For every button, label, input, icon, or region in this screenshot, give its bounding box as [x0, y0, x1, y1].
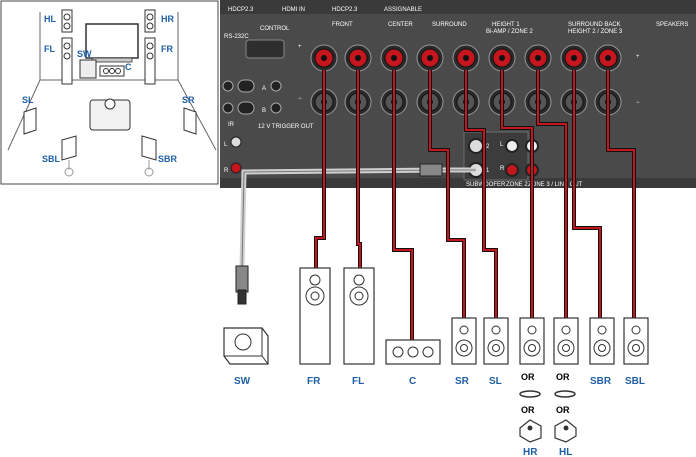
zone2-l-jack — [505, 139, 519, 153]
panel-height1: HEIGHT 1 — [492, 22, 520, 28]
label-c: C — [409, 376, 416, 387]
room-label-sbr: SBR — [158, 154, 178, 164]
panel-trigger: 12 V TRIGGER OUT — [258, 124, 314, 130]
panel-line-out: LINE OUT — [514, 189, 542, 195]
hl-bookshelf-speaker-icon — [553, 317, 579, 365]
label-sbl: SBL — [625, 376, 645, 387]
sbr-bookshelf-speaker-icon — [589, 317, 615, 365]
rca-plug-receiver — [419, 163, 443, 177]
panel-hdcp-left: HDCP2.3 — [228, 7, 254, 13]
hr-speaker-icon — [144, 9, 156, 33]
panel-surround: SURROUND — [432, 22, 467, 28]
fr-speaker-icon — [144, 37, 156, 85]
label-sw: SW — [234, 376, 251, 387]
receiver-rear-panel: HDCP2.3 HDMI IN HDCP2.3 ASSIGNABLE SPEAK… — [220, 0, 696, 195]
panel-minus-sign-right: − — [636, 100, 640, 106]
panel-trigger-a: A — [262, 86, 266, 92]
panel-sub-1: 1 — [486, 168, 490, 174]
panel-trigger-b: B — [262, 108, 266, 114]
sw-speaker-icon — [79, 59, 97, 79]
sr-bookshelf-speaker-icon — [451, 317, 477, 365]
label-fl: FL — [352, 376, 364, 387]
rca-plug-subwoofer — [235, 265, 249, 293]
panel-ir: IR — [228, 122, 235, 128]
panel-surround-back: SURROUND BACK — [568, 22, 621, 28]
room-label-hl: HL — [44, 14, 56, 24]
panel-zone2: ZONE 2 — [506, 182, 528, 188]
room-label-fr: FR — [161, 44, 173, 54]
panel-zone-r: R — [500, 166, 505, 172]
panel-zone-l: L — [500, 142, 504, 148]
panel-minus-sign: − — [298, 96, 302, 102]
subwoofer-icon — [223, 327, 269, 365]
panel-hdmi-in: HDMI IN — [282, 7, 305, 13]
room-label-sw: SW — [77, 49, 92, 59]
panel-left-r: R — [224, 168, 229, 174]
label-sl: SL — [489, 376, 502, 387]
tv-icon — [85, 23, 139, 59]
panel-biamp: Bi-AMP / ZONE 2 — [486, 29, 534, 35]
center-speaker-icon — [385, 339, 441, 365]
label-fr: FR — [307, 376, 321, 387]
ceiling-speaker-icon-2 — [554, 390, 576, 398]
panel-plus-sign-right: + — [636, 54, 640, 60]
sr-speaker-icon — [183, 107, 197, 135]
room-label-c: C — [125, 62, 132, 72]
room-label-sr: SR — [182, 95, 195, 105]
label-sbr: SBR — [590, 376, 612, 387]
ir-out-jack — [237, 101, 255, 115]
speaker-row: SW FR FL C SR SL SBR SBL OR OR OR OR HR … — [223, 267, 649, 457]
panel-pre-out: PRE OUT — [476, 189, 503, 195]
ir-in-jack — [237, 79, 255, 93]
sl-bookshelf-speaker-icon — [483, 317, 509, 365]
room-label-fl: FL — [44, 44, 55, 54]
sl-speaker-icon — [23, 107, 37, 135]
sbl-speaker-icon — [61, 135, 77, 177]
enabled-speaker-icon-2 — [554, 419, 577, 443]
panel-assignable: ASSIGNABLE — [384, 7, 422, 13]
panel-height2: HEIGHT 2 / ZONE 3 — [568, 29, 623, 35]
fr-tower-speaker-icon — [299, 267, 331, 365]
panel-hdcp-right: HDCP2.3 — [332, 7, 358, 13]
c-speaker-icon — [99, 65, 125, 77]
room-label-sbl: SBL — [42, 154, 61, 164]
zone2-r-jack — [505, 163, 519, 177]
panel-control: CONTROL — [260, 26, 290, 32]
hl-speaker-icon — [61, 9, 73, 33]
or-label-4: OR — [556, 405, 570, 415]
label-hl: HL — [559, 447, 572, 457]
room-layout: HL HR FL FR SW C SL SR SBL SBR — [0, 0, 219, 185]
ceiling-speaker-icon-1 — [519, 390, 541, 398]
panel-zone-line-out: ZONE 3 / LINE OUT — [528, 182, 583, 188]
enabled-speaker-icon-1 — [519, 419, 542, 443]
or-label-1: OR — [521, 372, 535, 382]
panel-subwoofer: SUBWOOFER — [466, 182, 506, 188]
label-sr: SR — [455, 376, 470, 387]
panel-sub-2: 2 — [486, 144, 490, 150]
or-label-3: OR — [521, 405, 535, 415]
or-label-2: OR — [556, 372, 570, 382]
panel-rs232c: RS-232C — [224, 34, 249, 40]
panel-center: CENTER — [388, 22, 413, 28]
panel-front: FRONT — [332, 22, 353, 28]
fl-speaker-icon — [61, 37, 73, 85]
room-label-sl: SL — [22, 95, 34, 105]
listener-seat-icon — [89, 98, 131, 131]
hr-bookshelf-speaker-icon — [519, 317, 545, 365]
sbr-speaker-icon — [141, 135, 157, 177]
rs232c-port — [245, 39, 285, 59]
panel-left-l: L — [224, 142, 228, 148]
label-hr: HR — [523, 447, 538, 457]
room-label-hr: HR — [161, 14, 174, 24]
panel-speakers: SPEAKERS — [656, 22, 688, 28]
panel-plus-sign: + — [298, 44, 302, 50]
subwoofer-pre-out-2-jack — [468, 138, 484, 154]
wiring — [235, 70, 636, 340]
sbl-bookshelf-speaker-icon — [623, 317, 649, 365]
fl-tower-speaker-icon — [343, 267, 375, 365]
